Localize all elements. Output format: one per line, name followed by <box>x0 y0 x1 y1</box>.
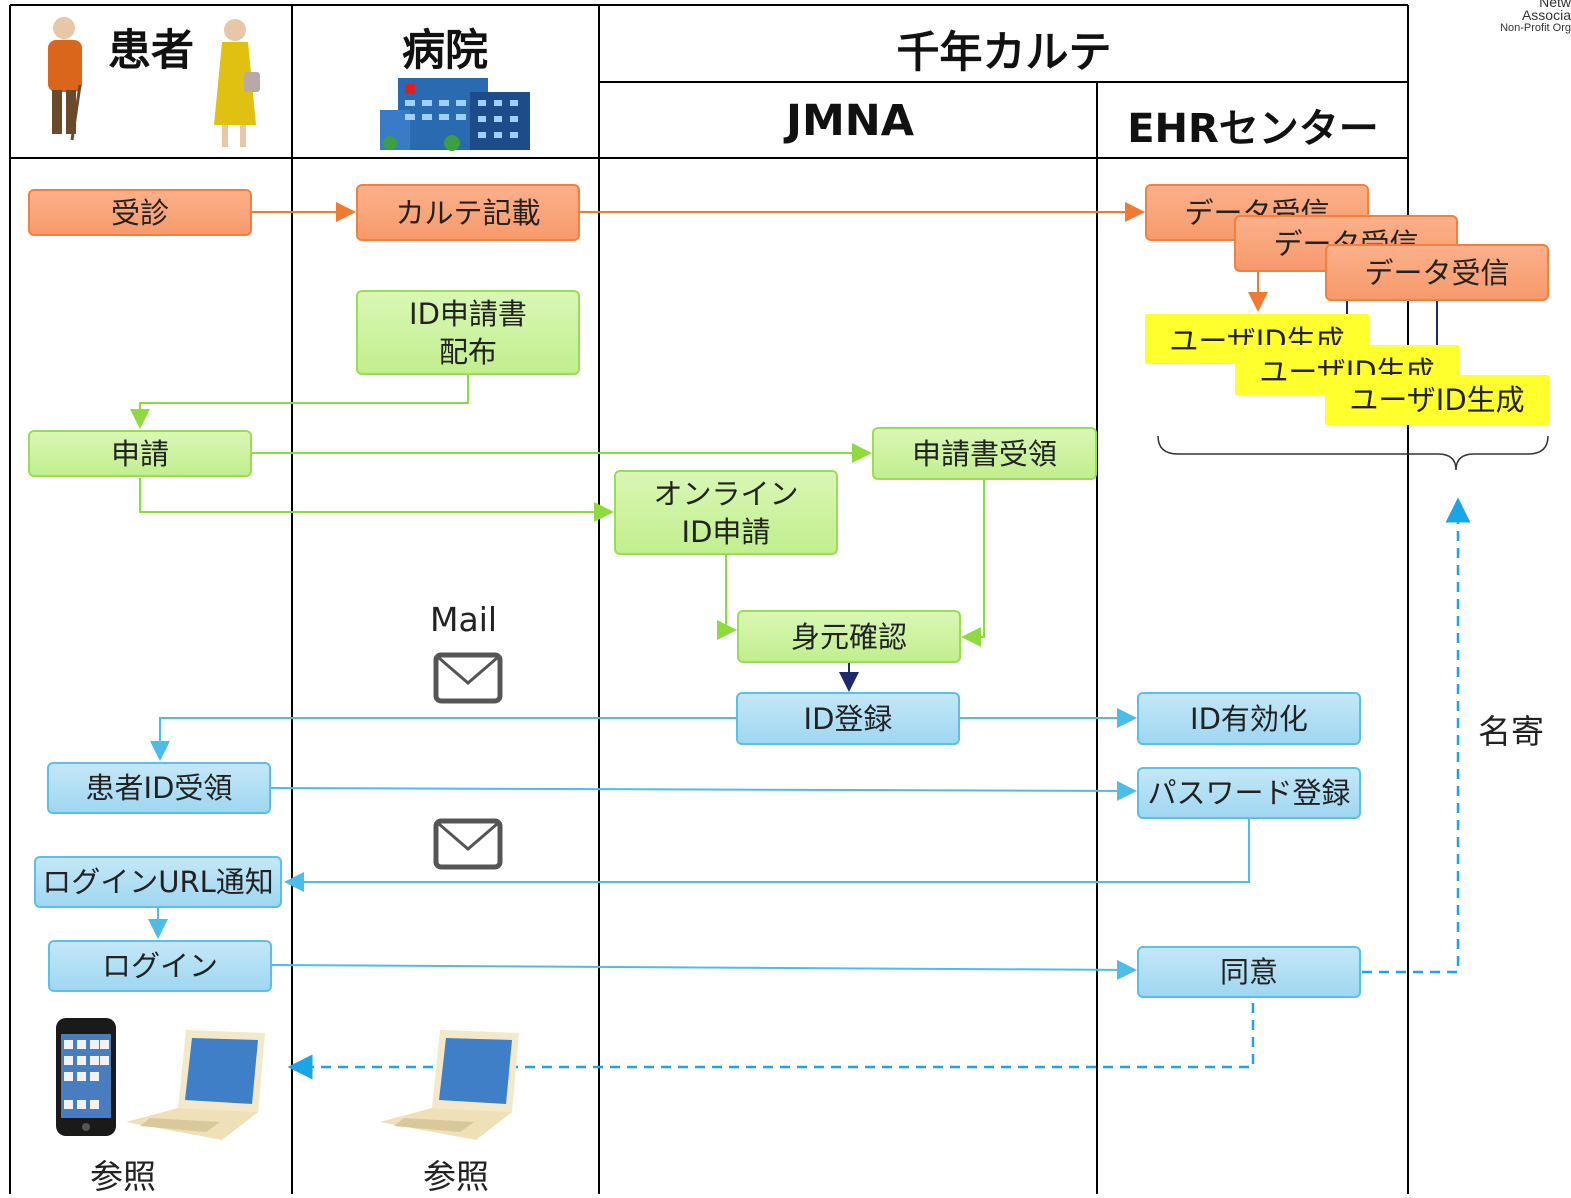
arrow-online-mimoto <box>717 555 737 640</box>
lane-grid <box>9 4 1409 1194</box>
header-karte: 千年カルテ <box>896 28 1112 78</box>
arrow-doui-sansho <box>287 1003 1255 1080</box>
org-logo-text: Netw Associa Non-Profit Org <box>1371 0 1571 35</box>
nayose-label: 名寄 <box>1478 712 1544 751</box>
header-ehr: EHRセンター <box>1127 106 1379 152</box>
header-hospital: 病院 <box>402 26 488 76</box>
step-jushin: 受診 <box>28 189 252 236</box>
step-shinsei: 申請 <box>28 430 252 477</box>
org-logo-line-3: Non-Profit Org <box>1500 22 1571 34</box>
sansho-label-patient: 参照 <box>90 1157 156 1196</box>
elderly-woman-icon <box>214 19 260 147</box>
step-patient-id-receive: 患者ID受領 <box>47 762 271 814</box>
step-password-register: パスワード登録 <box>1137 767 1361 819</box>
mail-icon <box>433 652 503 704</box>
step-consent: 同意 <box>1137 946 1361 998</box>
arrow-id-kanja <box>150 717 736 761</box>
org-logo-line-1: Netw <box>1539 0 1571 10</box>
laptop-icon <box>380 1030 519 1140</box>
brace <box>1157 435 1549 471</box>
header-jmna: JMNA <box>785 96 915 146</box>
arrow-login-doui <box>271 959 1137 980</box>
arrow-doui-nayose <box>1362 497 1471 974</box>
step-identity-check: 身元確認 <box>737 610 961 663</box>
step-karte-kisai: カルテ記載 <box>356 184 580 241</box>
mail-label: Mail <box>430 600 498 639</box>
hospital-building-icon <box>380 78 530 151</box>
step-form-received: 申請書受領 <box>872 427 1097 480</box>
step-id-form-distribute: ID申請書 配布 <box>356 290 580 375</box>
step-login-url-notice: ログインURL通知 <box>34 856 282 908</box>
elderly-man-icon <box>48 17 82 141</box>
step-login: ログイン <box>48 940 272 992</box>
laptop-icon <box>126 1030 265 1140</box>
arrow-shinsei-online <box>139 478 614 522</box>
step-id-activate: ID有効化 <box>1137 692 1361 745</box>
smartphone-icon <box>56 1018 116 1136</box>
org-logo-line-2: Associa <box>1521 7 1571 23</box>
mail-icon <box>433 818 503 870</box>
arrow-password-loginurl <box>284 819 1250 892</box>
sansho-label-hospital: 参照 <box>423 1157 489 1196</box>
step-online-id-apply: オンライン ID申請 <box>614 470 838 555</box>
arrow-haifu-shinsei <box>130 375 469 429</box>
step-id-register: ID登録 <box>736 692 960 745</box>
step-data-receive-3: データ受信 <box>1325 244 1549 301</box>
header-patient: 患者 <box>108 26 194 76</box>
step-user-id-3: ユーザID生成 <box>1325 375 1549 425</box>
arrow-juryo-mimoto <box>961 480 985 647</box>
arrow-kanja-password <box>269 780 1137 801</box>
